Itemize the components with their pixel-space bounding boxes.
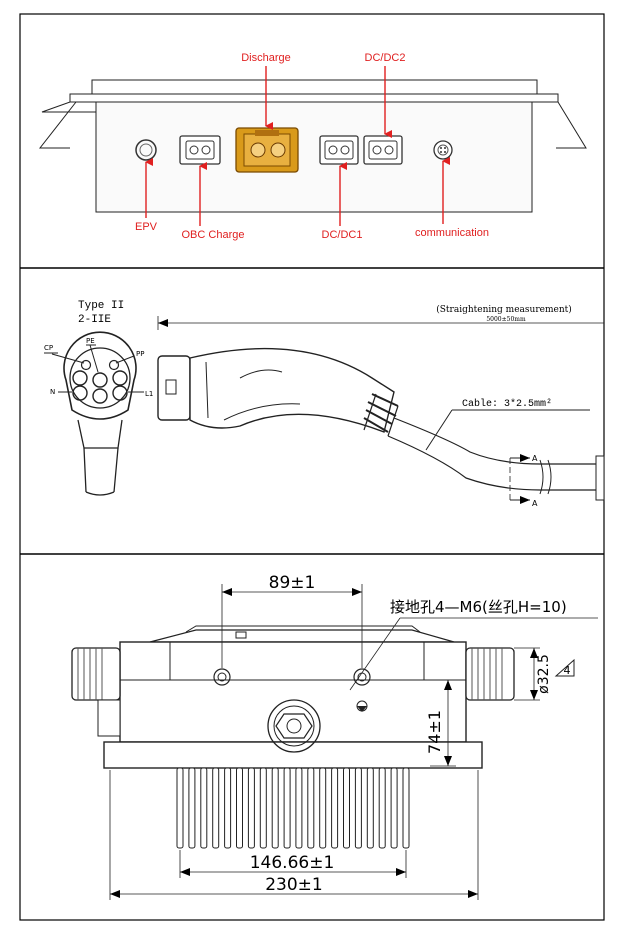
heat-sink-fin [378,767,386,849]
mount-hole-right-icon [353,668,371,686]
dim-89: 89±1 [269,573,316,593]
epv-nut-icon [267,699,321,753]
revision-mark: 4 [564,664,571,677]
dim-146: 146.66±1 [250,853,335,873]
pin-pp: PP [136,350,144,358]
dim-230: 230±1 [265,875,323,895]
heat-sink-fin [331,767,339,849]
heat-sink-fin [224,767,232,849]
heat-sink-fin [354,767,362,849]
mount-hole-left-icon [213,668,231,686]
pin-cp: CP [44,344,53,352]
housing [119,641,467,743]
type-title: Type II [78,300,124,312]
heat-sink-fin [366,767,374,849]
measurement-note: (Straightening measurement) [436,304,572,315]
pin-pe: PE [86,337,95,345]
discharge-connector-icon [235,127,299,173]
label-dcdc1: DC/DC1 [322,229,363,241]
heat-sink-fin [200,767,208,849]
label-discharge: Discharge [241,52,291,64]
revision-triangle-icon [554,658,575,677]
pin-l1: L1 [145,390,153,398]
plug-face-icon [63,331,137,496]
panel-connectors: Discharge DC/DC2 EPV OBC Charge DC/DC1 c… [38,52,587,241]
label-epv: EPV [135,221,158,233]
label-communication: communication [415,227,489,239]
communication-connector-icon [433,140,453,160]
type-subtitle: 2-IIE [78,314,111,326]
dcdc1-connector-icon [319,135,359,165]
pin-n: N [50,388,55,396]
section-a-bottom: A [532,499,538,508]
label-dcdc2: DC/DC2 [365,52,406,64]
right-cable-gland-icon [465,647,515,701]
heat-sink-fin [188,767,196,849]
panel-type2-plug: Type II 2-IIE CP PE PP N [44,300,605,508]
heat-sink-fins [176,767,410,849]
heat-sink-fin [259,767,267,849]
heat-sink-fin [271,767,279,849]
heat-sink-fin [247,767,255,849]
heat-sink-fin [236,767,243,849]
ground-hole-note: 接地孔4—M6(丝孔H=10) [390,598,567,616]
heat-sink-fin [283,767,291,849]
label-obc-charge: OBC Charge [182,229,245,241]
dcdc2-connector-icon [363,135,403,165]
heat-sink-fin [212,767,220,849]
cable-label: Cable: 3*2.5mm² [462,398,552,410]
obc-connector-icon [179,135,221,165]
heat-sink-fin [307,767,315,849]
heat-sink-fin [176,767,184,849]
plug-side-view [157,347,605,501]
dim-diameter: ø32.5 [536,654,552,694]
section-a-top: A [532,454,538,463]
left-cable-gland-icon [71,647,121,737]
heat-sink-fin [295,767,303,849]
heat-sink-fin [390,767,398,849]
length-value: 5000±50mm [486,316,526,323]
heat-sink-fin [343,767,350,849]
heat-sink-fin [402,767,410,849]
panel-dimensions: 89±1 接地孔4—M6(丝孔H=10) ø32.5 4 74±1 146.66… [71,573,598,900]
dim-74: 74±1 [425,710,444,754]
ground-symbol-icon [356,700,368,712]
heat-sink-fin [319,767,327,849]
